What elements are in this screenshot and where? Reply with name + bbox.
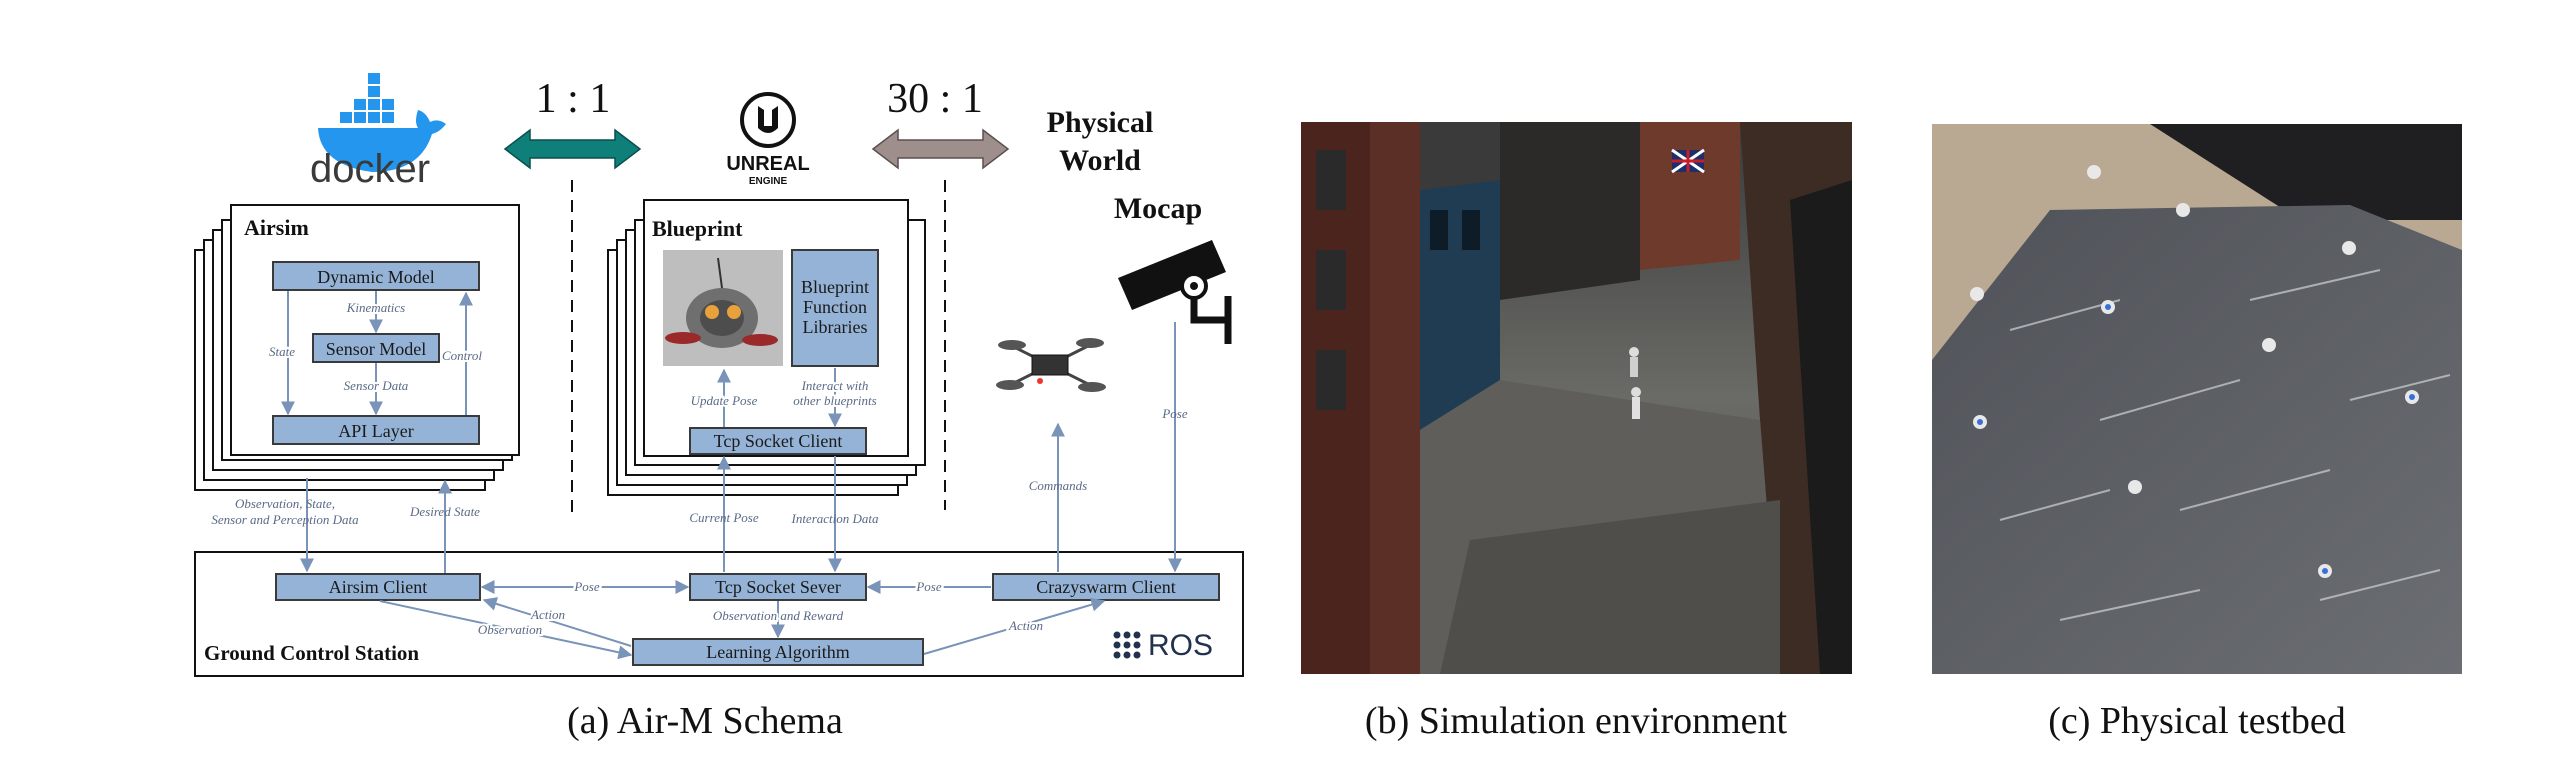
- whale-icon: [318, 73, 446, 172]
- desired-state-label: Desired State: [409, 504, 480, 519]
- observation-state-label-1: Observation, State,: [235, 496, 335, 511]
- drone-render-image: [663, 250, 783, 366]
- crazyswarm-client-box: [992, 573, 1220, 601]
- ratio-right-label: 30 : 1: [887, 76, 983, 122]
- mocap-pose-label: Pose: [1161, 406, 1188, 421]
- mocap-camera-icon: [1118, 240, 1232, 344]
- airsim-stack: Airsim Dynamic Model Sensor Model API La…: [194, 204, 520, 491]
- caption-c: (c) Physical testbed: [2048, 700, 2346, 742]
- observation-left-label: Observation: [478, 622, 542, 637]
- sensor-data-label: Sensor Data: [344, 378, 409, 393]
- caption-a: (a) Air-M Schema: [567, 700, 843, 742]
- simulation-environment-image: (b) Simulation environment: [1301, 122, 1852, 742]
- airsim-client-box: [275, 573, 481, 601]
- tcp-socket-server-label: Tcp Socket Sever: [715, 577, 841, 597]
- api-layer-label: API Layer: [338, 421, 413, 441]
- ros-logo: ROS: [1113, 629, 1213, 662]
- blueprint-stack: Blueprint Blueprint Function Libraries T…: [607, 199, 926, 496]
- ratio-left-label: 1 : 1: [536, 76, 611, 122]
- ros-dots-icon: [1113, 631, 1141, 659]
- crazyflie-drone-image: [996, 338, 1106, 392]
- unreal-engine-logo: UNREAL ENGINE: [726, 92, 810, 187]
- tcp-socket-server-box: [689, 573, 867, 601]
- kinematics-label: Kinematics: [346, 300, 406, 315]
- dynamic-model-box: [272, 261, 480, 291]
- double-arrow-teal-icon: [503, 128, 642, 170]
- double-arrow-grey-icon: [871, 128, 1010, 170]
- blueprint-lib-line-2: Function: [803, 297, 867, 317]
- blueprint-lib-line-3: Libraries: [803, 317, 868, 337]
- blueprint-heading: Blueprint: [652, 216, 743, 241]
- control-label: Control: [442, 348, 482, 363]
- physical-world-heading-2: World: [1059, 144, 1141, 177]
- obs-reward-label: Observation and Reward: [713, 608, 844, 623]
- action-right-label: Action: [1008, 618, 1043, 633]
- docker-logo: docker: [310, 73, 446, 191]
- state-label: State: [269, 344, 295, 359]
- pose-right-label: Pose: [915, 579, 942, 594]
- sensor-model-label: Sensor Model: [326, 339, 427, 359]
- caption-b: (b) Simulation environment: [1365, 700, 1788, 742]
- airsim-client-label: Airsim Client: [329, 577, 428, 597]
- commands-label: Commands: [1029, 478, 1088, 493]
- action-left-label: Action: [530, 607, 565, 622]
- current-pose-label: Current Pose: [689, 510, 758, 525]
- air-m-schema-diagram: docker 1 : 1 UNREAL ENGINE 30 : 1 Physic…: [194, 73, 1244, 742]
- crazyswarm-client-label: Crazyswarm Client: [1036, 577, 1175, 597]
- ros-wordmark: ROS: [1148, 629, 1213, 662]
- physical-testbed-image: (c) Physical testbed: [1932, 124, 2462, 742]
- physical-world-heading-1: Physical: [1047, 106, 1154, 139]
- interact-label-1: Interact with: [801, 378, 869, 393]
- gcs-heading: Ground Control Station: [204, 641, 419, 665]
- unreal-wordmark: UNREAL: [726, 153, 809, 175]
- pose-left-label: Pose: [573, 579, 600, 594]
- interaction-data-label: Interaction Data: [790, 511, 879, 526]
- blueprint-lib-line-1: Blueprint: [801, 277, 869, 297]
- observation-state-label-2: Sensor and Perception Data: [211, 512, 359, 527]
- dynamic-model-label: Dynamic Model: [317, 267, 434, 287]
- docker-wordmark: docker: [310, 147, 430, 191]
- blueprint-function-libraries-box: [791, 249, 879, 367]
- interact-label-2: other blueprints: [793, 393, 876, 408]
- airsim-heading: Airsim: [244, 215, 309, 240]
- engine-wordmark: ENGINE: [749, 176, 788, 187]
- api-layer-box: [272, 415, 480, 445]
- sensor-model-box: [312, 333, 440, 363]
- mocap-heading: Mocap: [1114, 192, 1202, 225]
- learning-algorithm-label: Learning Algorithm: [706, 642, 849, 662]
- unreal-emblem-icon: [740, 92, 796, 148]
- learning-algorithm-box: [632, 638, 924, 666]
- update-pose-label: Update Pose: [691, 393, 758, 408]
- tcp-socket-client-label: Tcp Socket Client: [714, 431, 843, 451]
- tcp-socket-client-box: [689, 427, 867, 455]
